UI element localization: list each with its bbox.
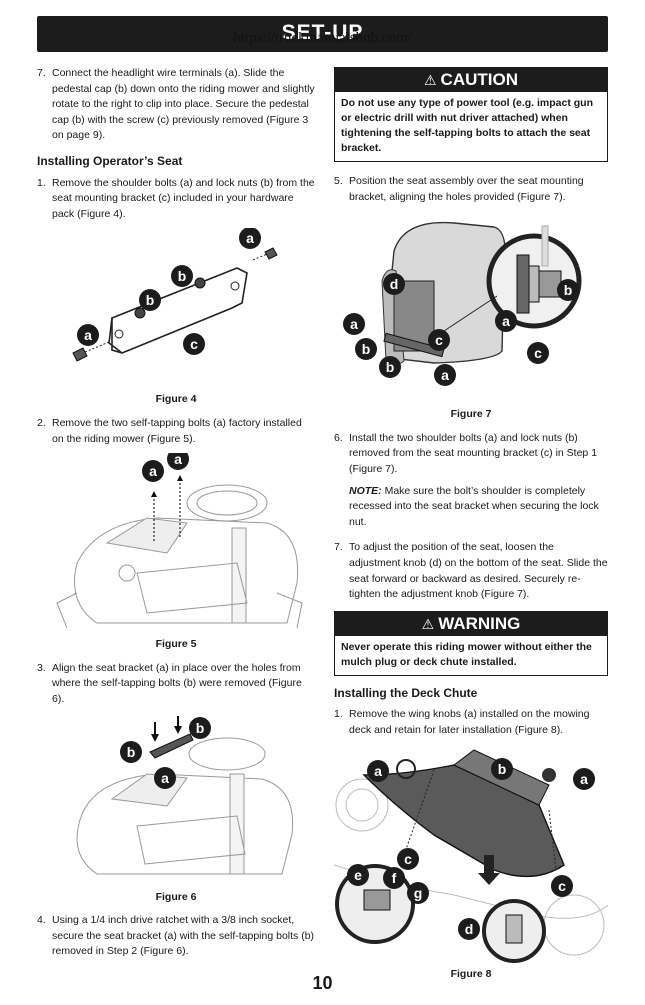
section-heading-seat: Installing Operator’s Seat (37, 153, 183, 168)
figure-4-caption: Figure 4 (155, 393, 197, 406)
section-title: SET-UP (281, 21, 364, 44)
fig8-label-g: g (414, 885, 423, 901)
caution-text: Do not use any type of power tool (e.g. … (341, 97, 594, 154)
warning-triangle-icon: ⚠ (423, 72, 437, 88)
figure-6: b b a (37, 714, 315, 886)
step-number: 1. (37, 176, 46, 189)
fig6-label-b2: b (127, 744, 136, 760)
figure-8-illustration: a b a c e f g c d (333, 748, 609, 963)
figure-4: a b b a c (37, 227, 315, 388)
step-number: 4. (37, 914, 46, 927)
step-text: Remove the wing knobs (a) installed on t… (349, 708, 590, 736)
fig4-label-b1: b (178, 268, 187, 284)
step-number: 7. (37, 67, 46, 79)
step-left-3: 3. Align the seat bracket (a) in place o… (37, 661, 315, 708)
warning-title: WARNING (438, 613, 521, 633)
step-right-6: 6. Install the two shoulder bolts (a) an… (334, 431, 608, 478)
step-text: Remove the two self-tapping bolts (a) fa… (52, 416, 302, 445)
figure-4-illustration: a b b a c (72, 227, 278, 363)
fig5-label-a2: a (174, 453, 182, 467)
step-text: Install the two shoulder bolts (a) and l… (349, 431, 598, 475)
note-label: NOTE: (349, 484, 382, 497)
figure-5-illustration: a a (56, 448, 303, 629)
step-text: Using a 1/4 inch drive ratchet with a 3/… (52, 914, 315, 958)
warning-header: ⚠WARNING (335, 611, 607, 636)
note: NOTE: Make sure the bolt’s shoulder is c… (334, 484, 608, 531)
right-column: ⚠CAUTION Do not use any type of power to… (333, 67, 609, 990)
figure-8: a b a c e f g c d (333, 745, 609, 963)
step-number: 7. (334, 541, 343, 554)
fig7-label-a3: a (502, 313, 510, 329)
fig4-label-a2: a (84, 327, 92, 343)
step-text: Align the seat bracket (a) in place over… (52, 661, 302, 705)
section-heading-deck-chute: Installing the Deck Chute (334, 685, 478, 700)
fig8-label-c1: c (404, 851, 412, 867)
step-right-1: 1. Remove the wing knobs (a) installed o… (334, 707, 608, 738)
fig7-label-b2: b (386, 359, 395, 375)
fig6-label-b1: b (196, 720, 205, 736)
step-left-2: 2. Remove the two self-tapping bolts (a)… (37, 416, 315, 447)
figure-6-caption: Figure 6 (155, 890, 197, 903)
fig7-label-b3: b (564, 282, 573, 298)
step-text: To adjust the position of the seat, loos… (349, 541, 608, 601)
figure-7-illustration: d a c b b a a b c (343, 222, 582, 387)
step-text: Connect the headlight wire terminals (a)… (52, 67, 315, 142)
fig7-label-a2: a (441, 367, 449, 383)
callout-labels: a b b a c (77, 227, 261, 356)
warning-triangle-icon: ⚠ (421, 615, 435, 632)
fig5-label-a1: a (149, 463, 157, 479)
note-text: Make sure the bolt’s shoulder is complet… (349, 484, 599, 528)
left-column: 7. Connect the headlight wire terminals … (37, 66, 315, 966)
step-number: 3. (37, 661, 46, 674)
step-right-7: 7. To adjust the position of the seat, l… (334, 540, 608, 602)
fig8-label-c2: c (558, 878, 566, 894)
fig8-label-b: b (498, 761, 507, 777)
fig8-label-a2: a (580, 771, 588, 787)
fig4-label-c: c (190, 336, 198, 352)
fig6-label-a: a (161, 770, 169, 786)
fig8-label-a1: a (374, 763, 382, 779)
caution-header: ⚠CAUTION (335, 68, 607, 92)
warning-text: Never operate this riding mower without … (341, 640, 592, 668)
fig7-label-c2: c (534, 345, 542, 361)
step-text: Remove the shoulder bolts (a) and lock n… (52, 176, 315, 220)
step-number: 1. (334, 708, 343, 721)
step-left-7: 7. Connect the headlight wire terminals … (37, 66, 315, 144)
fig7-label-d: d (390, 276, 399, 292)
caution-title: CAUTION (440, 70, 518, 89)
fig4-label-b2: b (146, 292, 155, 308)
figure-5: a a (37, 448, 315, 633)
figure-7: d a c b b a a b c (334, 211, 608, 403)
header-bar: SET-UP (37, 16, 608, 52)
fig7-label-a1: a (350, 316, 358, 332)
step-right-5: 5. Position the seat assembly over the s… (334, 174, 608, 205)
fig4-label-a1: a (246, 230, 254, 246)
figure-6-illustration: b b a (76, 715, 294, 874)
step-number: 5. (334, 175, 343, 187)
figure-8-caption: Figure 8 (450, 967, 492, 980)
figure-5-caption: Figure 5 (155, 638, 197, 651)
fig8-label-d: d (465, 921, 474, 937)
caution-box: ⚠CAUTION Do not use any type of power to… (334, 67, 608, 162)
fig7-label-b1: b (362, 341, 371, 357)
figure-7-caption: Figure 7 (450, 408, 492, 421)
step-text: Position the seat assembly over the seat… (349, 175, 584, 203)
step-left-1: 1. Remove the shoulder bolts (a) and loc… (37, 176, 315, 223)
fig7-label-c1: c (435, 332, 443, 348)
step-left-4: 4. Using a 1/4 inch drive ratchet with a… (37, 913, 315, 960)
step-number: 2. (37, 416, 46, 429)
warning-box: ⚠WARNING Never operate this riding mower… (334, 610, 608, 676)
page-number: 10 (312, 973, 333, 993)
fig8-label-e: e (354, 867, 362, 883)
step-number: 6. (334, 431, 343, 444)
fig8-label-f: f (392, 870, 397, 886)
